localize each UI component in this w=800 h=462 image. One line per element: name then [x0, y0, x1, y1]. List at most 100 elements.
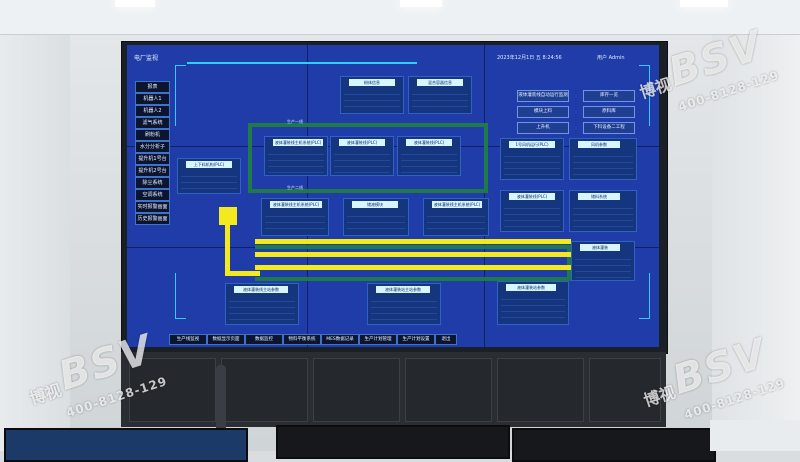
- ceiling-light: [680, 0, 728, 7]
- pipe-green: [255, 277, 571, 281]
- pipe-green: [248, 123, 488, 127]
- pipe-green: [255, 245, 571, 249]
- frame-corner: [639, 65, 650, 126]
- nav-item[interactable]: 提升机2号台子: [135, 165, 170, 184]
- nav-item[interactable]: 实时报警画面: [135, 201, 170, 213]
- panel-rows: [427, 211, 485, 233]
- panel-header: 风机参数: [578, 141, 620, 148]
- frame-corner: [175, 273, 186, 319]
- pipe-green: [248, 123, 252, 193]
- desk-monitor-left: [4, 428, 248, 462]
- wall-pillar-left: [0, 34, 70, 451]
- panel-header: 液体灌装: [580, 244, 620, 251]
- nav-item[interactable]: 刷粉机: [135, 129, 170, 141]
- panel-header: 上下料机构(PLC): [186, 161, 232, 168]
- panel-mid-c: 液体灌装线(PLC): [397, 136, 461, 176]
- cabinet-door: [589, 358, 661, 422]
- panel-rows: [573, 151, 633, 177]
- cabinet-door: [221, 358, 308, 422]
- nav-item[interactable]: 提升机1号台子: [135, 153, 170, 172]
- panel-lower-c: 液体灌装线主机系统(PLC): [423, 198, 489, 236]
- line-label: 生产一线: [287, 119, 303, 124]
- line-label: 生产二线: [287, 185, 303, 190]
- panel-rows: [504, 151, 560, 177]
- panel-rows: [181, 171, 237, 191]
- panel-rows: [401, 149, 457, 173]
- tab[interactable]: 数据监控: [245, 334, 283, 345]
- desk-surface: [710, 420, 800, 451]
- tab[interactable]: 生产计划设置: [397, 334, 435, 345]
- nav-item[interactable]: 机器人1: [135, 93, 170, 105]
- panel-rows: [265, 211, 325, 233]
- chair-pole: [216, 365, 226, 451]
- panel-rows: [347, 211, 405, 233]
- ceiling-light: [115, 0, 155, 7]
- video-wall-screen: 电厂监视 2023年12月1日 五 8:24:56 用户 Admin 报表 机器…: [127, 45, 659, 347]
- panel-rows: [575, 254, 631, 278]
- nav-item[interactable]: 空调系统: [135, 189, 170, 201]
- panel-mid-b: 液体灌装线(PLC): [330, 136, 394, 176]
- tab[interactable]: 生产线监视: [169, 334, 207, 345]
- panel-lower-a: 液体灌装线主机系统(PLC): [261, 198, 329, 236]
- panel-right-a: 1号风机运行(PLC): [500, 138, 564, 180]
- panel-rows: [412, 89, 468, 111]
- hmi-user: 用户 Admin: [597, 55, 625, 61]
- header-decoration: [187, 62, 417, 68]
- cabinet-door: [497, 358, 584, 422]
- pipe-yellow-valve: [219, 207, 237, 225]
- tab[interactable]: 物料平衡系统: [283, 334, 321, 345]
- pipe-yellow: [225, 223, 230, 275]
- panel-header: 液体灌装线(PLC): [406, 139, 452, 146]
- panel-left-feed: 上下料机构(PLC): [177, 158, 241, 194]
- panel-lower-b: 储液模块: [343, 198, 409, 236]
- cabinet-door: [129, 358, 216, 422]
- ceiling: [0, 0, 800, 35]
- hmi-button[interactable]: 原料库: [583, 106, 635, 118]
- frame-corner: [175, 65, 186, 126]
- hmi-button[interactable]: 液体灌装线自动运行监测: [517, 90, 569, 102]
- panel-header: 液体灌装站主站参数: [376, 286, 430, 293]
- panel-rows: [504, 203, 560, 229]
- nav-item[interactable]: 历史报警画面: [135, 213, 170, 225]
- panel-rows: [371, 296, 437, 322]
- panel-right-d: 储料系统: [569, 190, 637, 232]
- tab[interactable]: MES数据记录: [321, 334, 359, 345]
- panel-header: 储液模块: [352, 201, 398, 208]
- panel-header: 液体灌装线主站参数: [234, 286, 288, 293]
- tab[interactable]: 退出: [435, 334, 457, 345]
- panel-rows: [268, 149, 324, 173]
- desk-monitor-center: [276, 425, 510, 459]
- panel-right-b: 风机参数: [569, 138, 637, 180]
- panel-header: 1号风机运行(PLC): [509, 141, 555, 148]
- desk-monitor-right: [512, 428, 716, 462]
- panel-header: 储料系统: [578, 193, 620, 200]
- nav-item[interactable]: 除尘系统: [135, 177, 170, 189]
- panel-bottom-b: 液体灌装站主站参数: [367, 283, 441, 325]
- pipe-green: [484, 123, 488, 193]
- panel-top-b: 混合容器信息: [408, 76, 472, 114]
- pipe-yellow: [225, 271, 260, 276]
- screen-seam: [307, 45, 308, 347]
- nav-item[interactable]: 报表: [135, 81, 170, 93]
- hmi-button[interactable]: 模块上料: [517, 106, 569, 118]
- panel-header: 液体灌装线(PLC): [339, 139, 385, 146]
- panel-header: 混合容器信息: [417, 79, 463, 86]
- panel-header: 液体灌装线主机系统(PLC): [270, 201, 322, 208]
- panel-mid-a: 液体灌装线主机系统(PLC): [264, 136, 328, 176]
- tab[interactable]: 数据显示页面: [207, 334, 245, 345]
- hmi-button[interactable]: 上升机: [517, 122, 569, 134]
- panel-header: 液体灌装线主机系统(PLC): [273, 139, 323, 146]
- hmi-button[interactable]: 下料设备二工程: [583, 122, 635, 134]
- panel-header: 液体灌装线(PLC): [509, 193, 555, 200]
- nav-item[interactable]: 水分分析子: [135, 141, 170, 153]
- tab[interactable]: 生产计划管理: [359, 334, 397, 345]
- nav-item[interactable]: 机器人2: [135, 105, 170, 117]
- panel-header: 液体灌装线主机系统(PLC): [432, 201, 482, 208]
- pipe-yellow: [255, 265, 571, 270]
- hmi-button[interactable]: 库存一览: [583, 90, 635, 102]
- panel-rows: [344, 89, 400, 111]
- screen-seam: [484, 45, 485, 347]
- hmi-title: 电厂监视: [134, 55, 159, 62]
- nav-item[interactable]: 滤气系统: [135, 117, 170, 129]
- cabinet-door: [405, 358, 492, 422]
